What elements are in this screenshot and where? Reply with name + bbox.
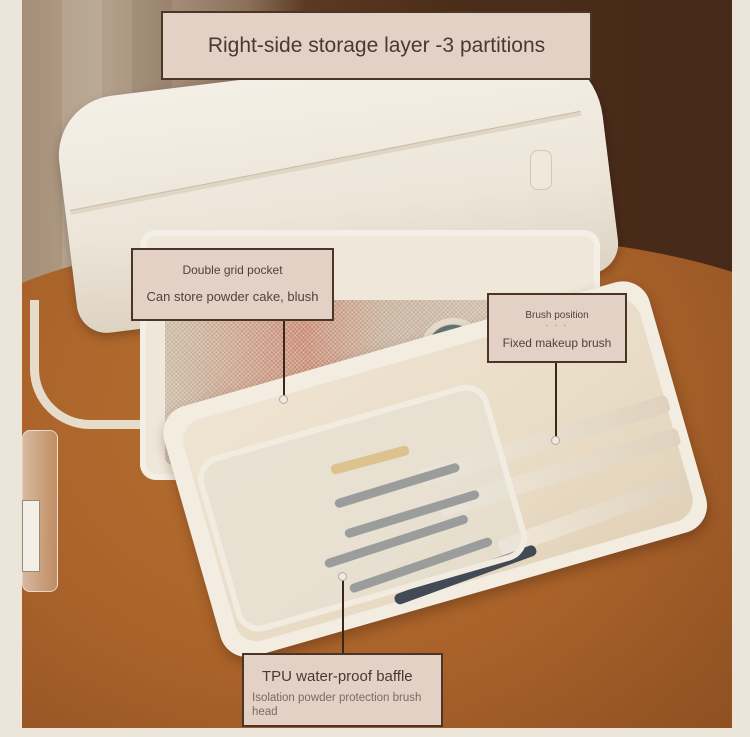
baffle-pointer-line bbox=[342, 580, 344, 653]
brush-body: Fixed makeup brush bbox=[502, 336, 612, 350]
brush-heading: Brush position bbox=[525, 310, 589, 321]
baffle-heading: TPU water-proof baffle bbox=[262, 668, 413, 685]
pocket-heading: Double grid pocket bbox=[182, 263, 283, 277]
brush-callout: Brush position · · · Fixed makeup brush bbox=[487, 293, 627, 363]
pocket-callout: Double grid pocket Can store powder cake… bbox=[131, 248, 334, 321]
bag-side-loop bbox=[530, 150, 552, 190]
baffle-body: Isolation powder protection brush head bbox=[252, 692, 422, 718]
bag-handle-strap bbox=[30, 300, 169, 429]
brush-separator-dots: · · · bbox=[545, 321, 569, 330]
bottle-label bbox=[22, 500, 40, 572]
title-callout: Right-side storage layer -3 partitions bbox=[161, 11, 592, 80]
title-text: Right-side storage layer -3 partitions bbox=[207, 33, 546, 57]
pocket-body: Can store powder cake, blush bbox=[146, 289, 319, 304]
pocket-pointer-dot bbox=[279, 395, 288, 404]
pocket-pointer-line bbox=[283, 321, 285, 397]
brush-pointer-line bbox=[555, 363, 557, 438]
baffle-callout: TPU water-proof baffle Isolation powder … bbox=[242, 653, 443, 727]
baffle-pointer-dot bbox=[338, 572, 347, 581]
brush-pointer-dot bbox=[551, 436, 560, 445]
